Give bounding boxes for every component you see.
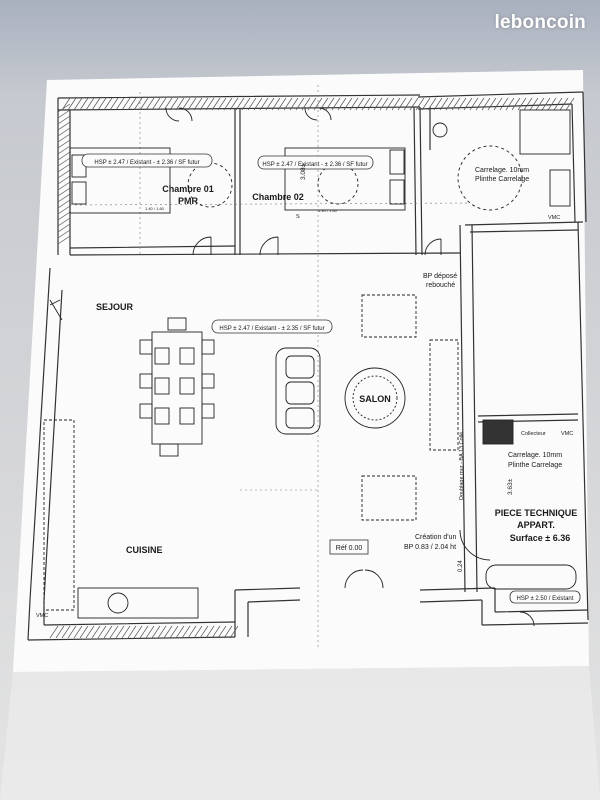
wall-hatching: [49, 97, 575, 639]
note-bp-size: BP 0.83 / 2.04 ht: [404, 544, 456, 551]
note-hsp-sejour: HSP ± 2.47 / Existant - ± 2.35 / SF futu…: [219, 326, 324, 332]
note-s: S: [296, 214, 300, 220]
room-chambre01: Chambre 01: [162, 184, 214, 194]
room-chambre02: Chambre 02: [252, 192, 304, 202]
note-small-1: 1.40 / 1.60: [145, 206, 165, 211]
leboncoin-watermark: leboncoin: [494, 12, 586, 33]
room-piece-technique-surface: Surface ± 6.36: [510, 533, 570, 543]
note-hsp-ch2: HSP ± 2.47 / Existant - ± 2.36 / SF futu…: [262, 162, 367, 168]
room-sejour: SEJOUR: [96, 302, 134, 312]
note-dim-ch2: 3.08±: [300, 163, 307, 180]
room-labels: Chambre 01 PMR Chambre 02 SEJOUR SALON C…: [96, 184, 577, 555]
paper-lower: [0, 666, 600, 800]
room-chambre01-pmr: PMR: [178, 196, 199, 206]
note-dim-tech: 3.63±: [507, 478, 514, 495]
note-rebouche: rebouché: [426, 282, 455, 289]
note-dim-small: 0.24: [458, 560, 464, 572]
note-hsp-ch1: HSP ± 2.47 / Existant - ± 2.36 / SF futu…: [94, 160, 199, 166]
note-vmc-tech: VMC: [561, 431, 573, 437]
note-doublage: Doublage mur - BA 13 Collé: [459, 432, 465, 500]
doors: [49, 107, 535, 627]
room-piece-technique: PIECE TECHNIQUE: [495, 508, 578, 518]
grid-lines: [69, 85, 471, 650]
note-plinthe-tech: Plinthe Carrelage: [508, 462, 562, 469]
note-collecteur: Collecteur: [521, 431, 546, 437]
room-cuisine: CUISINE: [126, 545, 163, 555]
note-plinthe-sdb: Plinthe Carrelage: [475, 176, 529, 183]
note-carrelage-tech: Carrelage. 10mm: [508, 452, 562, 459]
annotations: HSP ± 2.47 / Existant - ± 2.36 / SF futu…: [36, 160, 574, 619]
note-ref: Réf 0.00: [336, 545, 363, 552]
note-bp-depose: BP déposé: [423, 273, 457, 280]
note-creation: Création d'un: [415, 534, 457, 541]
note-small-2: 1.40 / 1.60: [318, 208, 338, 213]
room-piece-technique-appart: APPART.: [517, 520, 555, 530]
room-salon: SALON: [359, 394, 391, 404]
note-carrelage-sdb: Carrelage. 10mm: [475, 167, 529, 174]
note-vmc-cuisine: VMC: [36, 613, 48, 619]
note-vmc-sdb: VMC: [548, 215, 560, 221]
label-boxes: [81, 153, 581, 604]
furniture: [43, 109, 577, 619]
paper-sheet: [13, 70, 589, 672]
note-hsp-tech: HSP ± 2.50 / Existant: [517, 596, 574, 602]
